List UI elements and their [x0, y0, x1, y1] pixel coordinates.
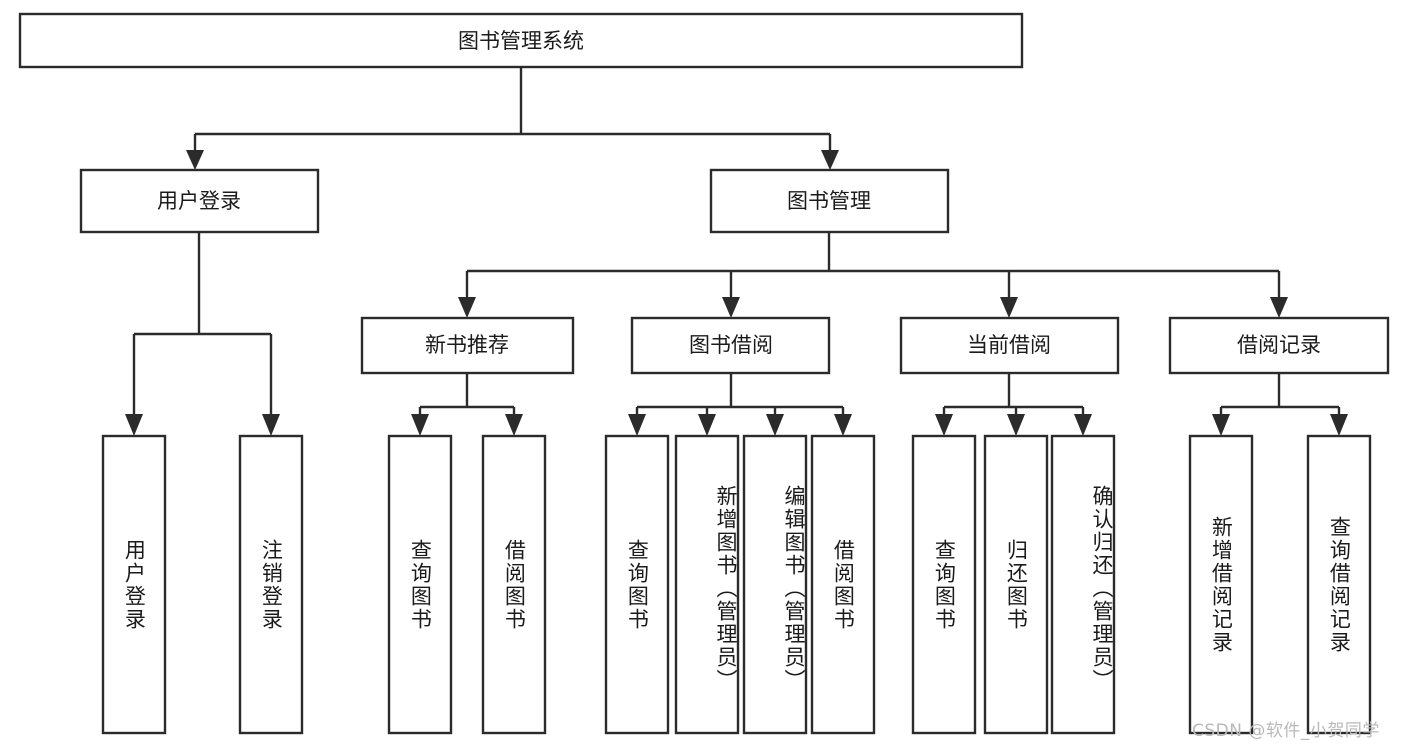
leaf-box-br-query-record[interactable]: [1306, 434, 1372, 735]
arrow-head-user-login: [186, 150, 204, 170]
arrow-head-nbr-leaf-2: [505, 414, 523, 436]
node-book-borrow[interactable]: 图书借阅: [630, 316, 831, 375]
arrow-head-bb-leaf-2: [698, 414, 716, 436]
leaf-boxes: [101, 434, 1372, 735]
node-current-borrow-box[interactable]: [899, 316, 1120, 375]
node-book-manage-box[interactable]: [709, 168, 950, 234]
node-new-book-rec-label: 新书推荐: [425, 333, 509, 357]
node-book-borrow-label: 图书借阅: [689, 333, 773, 357]
arrow-head-br-leaf-1: [1212, 414, 1230, 436]
csdn-watermark: CSDN @软件_小贺同学: [1192, 721, 1380, 741]
arrow-head-nbr-leaf-1: [411, 414, 429, 436]
node-book-borrow-box[interactable]: [630, 316, 831, 375]
leaf-box-bb-edit-book[interactable]: [742, 434, 808, 735]
node-current-borrow-label: 当前借阅: [967, 333, 1051, 357]
leaf-box-bb-query-book[interactable]: [604, 434, 670, 735]
arrow-head-new-book-rec: [458, 297, 476, 318]
leaf-box-logout[interactable]: [238, 434, 304, 735]
arrow-head-borrow-record: [1270, 297, 1288, 318]
node-root-label: 图书管理系统: [458, 29, 584, 53]
connector-group-user-login: [125, 232, 280, 436]
arrow-head-book-manage: [821, 150, 839, 170]
node-book-manage-label: 图书管理: [787, 189, 871, 213]
leaf-box-bb-borrow-book[interactable]: [810, 434, 876, 735]
node-new-book-rec[interactable]: 新书推荐: [360, 316, 575, 375]
node-borrow-record-box[interactable]: [1168, 316, 1390, 375]
arrow-head-bb-leaf-4: [834, 414, 852, 436]
connector-group-borrow-record: [1212, 373, 1348, 436]
node-root[interactable]: 图书管理系统: [18, 12, 1024, 69]
leaf-box-cb-confirm-return[interactable]: [1050, 434, 1116, 735]
node-user-login-label: 用户登录: [157, 189, 241, 213]
leaf-box-nbr-borrow-book[interactable]: [481, 434, 547, 735]
node-new-book-rec-box[interactable]: [360, 316, 575, 375]
leaf-box-bb-add-book[interactable]: [674, 434, 740, 735]
node-current-borrow[interactable]: 当前借阅: [899, 316, 1120, 375]
node-borrow-record-label: 借阅记录: [1237, 333, 1321, 357]
node-book-manage[interactable]: 图书管理: [709, 168, 950, 234]
leaf-box-user-login[interactable]: [101, 434, 167, 735]
arrow-head-book-borrow: [722, 297, 740, 318]
arrow-head-br-leaf-2: [1330, 414, 1348, 436]
node-borrow-record[interactable]: 借阅记录: [1168, 316, 1390, 375]
connector-group-current-borrow: [935, 373, 1092, 436]
leaf-box-cb-query-book[interactable]: [911, 434, 977, 735]
connector-group-book-borrow: [628, 373, 852, 436]
node-root-box[interactable]: [18, 12, 1024, 69]
connector-group-book-manage: [458, 232, 1288, 318]
leaf-box-br-add-record[interactable]: [1188, 434, 1254, 735]
connector-group-new-book-rec: [411, 373, 523, 436]
node-user-login[interactable]: 用户登录: [79, 168, 320, 234]
connector-group-root: [186, 67, 839, 170]
node-user-login-box[interactable]: [79, 168, 320, 234]
arrow-head-leaf-user-login: [125, 414, 143, 436]
arrow-head-leaf-logout: [262, 414, 280, 436]
arrow-head-current-borrow: [1000, 297, 1018, 318]
leaf-box-cb-return-book[interactable]: [983, 434, 1049, 735]
leaf-box-nbr-query-book[interactable]: [387, 434, 453, 735]
arrow-head-bb-leaf-3: [766, 414, 784, 436]
arrow-head-cb-leaf-2: [1007, 414, 1025, 436]
arrow-head-cb-leaf-3: [1074, 414, 1092, 436]
arrow-head-bb-leaf-1: [628, 414, 646, 436]
arrow-head-cb-leaf-1: [935, 414, 953, 436]
